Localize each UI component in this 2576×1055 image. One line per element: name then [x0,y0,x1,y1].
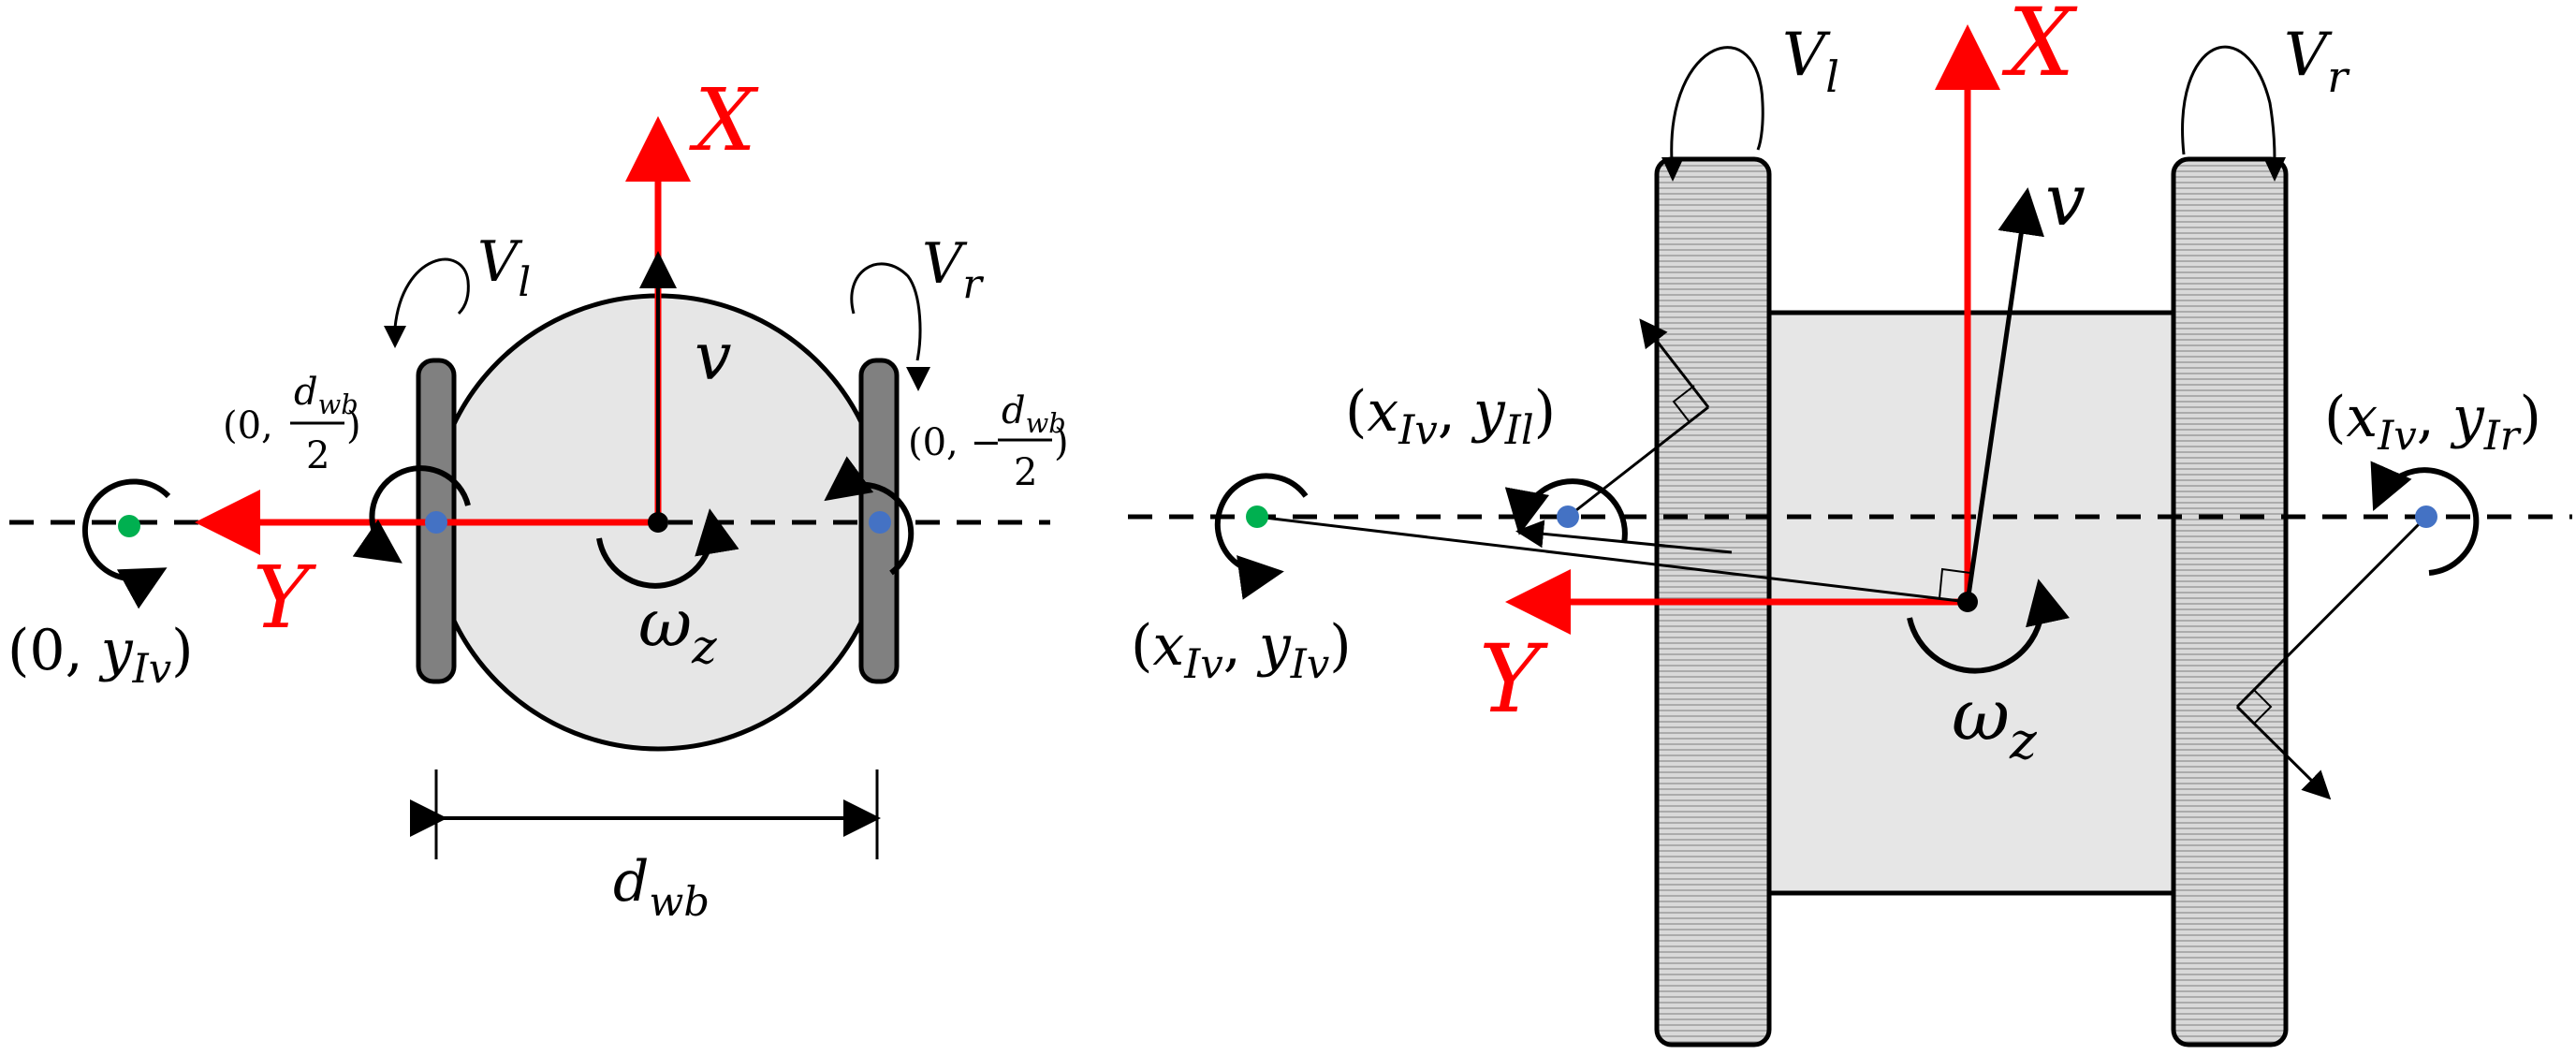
omega-subscript: z [691,619,717,674]
left-wheel-velocity-arrowhead [384,326,406,348]
width-label: d [613,849,649,915]
right-contact-radius-line [2235,515,2428,709]
left-contact-velocity-arrow [1639,318,1710,408]
right-wheel-velocity-subscript: r [962,261,984,308]
right-contact-rotation-arrow [824,456,915,576]
left-contact-close: ) [346,404,361,447]
svg-text:Y: Y [253,548,317,648]
right-contact-rotation-arrow-top [2370,461,2480,576]
right-angle-marker-right [2253,689,2273,725]
right-contact-point [869,511,891,534]
right-contact-label-top: (xIv, yIr) [2324,385,2541,460]
svg-text:ωz: ωz [1952,673,2038,770]
omega-rotation-arrow-top [1907,579,2070,674]
left-view: X Y v ωz Vl Vr (0, dwb 2 ) (0, − dwb 2 )… [7,70,1069,926]
velocity-arrow-top [1965,187,2044,603]
icr-rotation-arrow [81,478,171,609]
left-contact-point-top [1557,506,1579,528]
x-axis-label: X [689,70,759,170]
left-wheel-velocity-curve [393,257,470,329]
left-wheel-velocity-subscript: l [518,259,531,306]
left-contact-rotation-arrow [352,465,471,564]
right-contact-label: (0, − dwb 2 ) [908,389,1069,494]
left-contact-rotation-arrow-top [1504,478,1628,544]
right-contact-close: ) [1054,421,1069,464]
svg-text:Vl: Vl [1782,21,1839,102]
left-contact-open: (0, [223,404,273,447]
right-wheel-top [2171,156,2289,1048]
svg-text:ωz: ωz [638,585,717,674]
svg-text:dwb: dwb [1002,389,1066,439]
left-wheel-velocity-label-top: V [1782,21,1831,90]
omega-subscript-top: z [2009,711,2038,770]
velocity-label-top: v [2045,158,2086,242]
y-axis-label-top: Y [1479,624,1548,734]
svg-text:v: v [695,318,732,395]
right-contact-num: d [1002,389,1026,432]
omega-label: ω [638,585,692,662]
left-contact-den: 2 [306,434,329,477]
svg-text:dwb: dwb [613,849,710,926]
left-contact-label: (0, dwb 2 ) [223,371,361,477]
icr-radius-line [1256,515,1969,604]
right-contact-den: 2 [1014,451,1037,494]
center-point [648,512,668,533]
icr-point-top [1246,506,1268,528]
left-contact-num: d [294,371,318,414]
icr-rotation-arrow-top [1214,473,1309,600]
right-wheel-velocity-label: V [922,231,968,297]
right-angle-marker-center [1939,567,1971,599]
svg-text:Y: Y [1479,624,1548,734]
left-contact-num-sub: wb [318,388,359,420]
right-wheel-velocity-curve [850,262,922,361]
omega-label-top: ω [1952,673,2010,756]
svg-text:Vl: Vl [477,229,531,306]
left-wheel-velocity-label: V [477,229,523,295]
svg-text:Vr: Vr [2284,21,2350,102]
left-wheel-velocity-curve-top [1670,46,1764,162]
left-contact-point [425,511,447,534]
right-wheel-velocity-subscript-top: r [2327,51,2350,102]
right-contact-num-sub: wb [1026,407,1066,439]
omega-rotation-arrow [596,508,739,589]
x-axis-label-top: X [2001,0,2078,97]
icr-label-top: (xIv, yIv) [1131,613,1352,688]
right-wheel-velocity-arrowhead-top [2263,157,2286,182]
svg-text:X: X [2001,0,2078,97]
icr-point [118,515,140,537]
right-contact-point-top [2415,506,2437,528]
velocity-label: v [695,318,732,395]
right-wheel-velocity-label-top: V [2284,21,2333,90]
svg-text:dwb: dwb [294,371,359,420]
right-view: X Y v ωz Vl Vr (xIv, yIv) (xIv, yIl) (xI… [1128,0,2572,1048]
svg-text:v: v [2045,158,2086,242]
right-wheel-velocity-curve-top [2181,45,2276,160]
left-wheel-velocity-subscript-top: l [1825,51,1839,102]
center-point-top [1957,592,1978,612]
right-angle-marker-left [1672,385,1695,423]
svg-text:X: X [689,70,759,170]
left-contact-label-top: (xIv, yIl) [1345,379,1556,454]
icr-label: (0, yIv) [7,618,194,693]
left-wheel-velocity-arrowhead-top [1661,157,1684,182]
y-axis-label: Y [253,548,317,648]
svg-text:Vr: Vr [922,231,984,308]
right-wheel-velocity-arrowhead [906,367,930,391]
width-label-subscript: wb [649,879,710,926]
right-contact-open: (0, − [908,421,1002,464]
right-contact-velocity-arrow [2235,705,2332,800]
left-contact-radius-line [1567,405,1709,519]
